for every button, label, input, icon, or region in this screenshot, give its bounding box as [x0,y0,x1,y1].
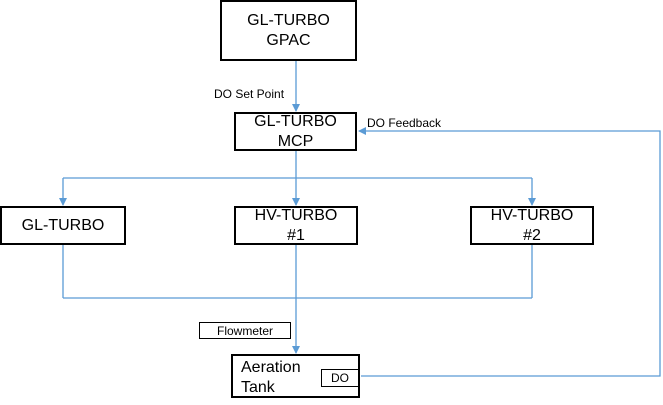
hv2-line2: #2 [523,226,541,244]
gpac-box: GL-TURBO GPAC [220,0,357,61]
aeration-tank-box: Aeration Tank DO [231,354,360,398]
do-sensor-box: DO [321,369,359,387]
hv1-line1: HV-TURBO [254,206,338,224]
flowmeter-label: Flowmeter [199,322,291,339]
tank-label: Aeration Tank [241,358,301,398]
hv2-box: HV-TURBO #2 [470,206,594,245]
tank-line2: Tank [241,379,275,396]
hv1-line2: #1 [287,226,305,244]
gl-turbo-line1: GL-TURBO [21,216,105,234]
flowmeter-text: Flowmeter [216,323,273,338]
mcp-line1: GL-TURBO [254,112,337,130]
tank-line1: Aeration [241,359,301,376]
hv2-line1: HV-TURBO [490,206,574,224]
mcp-box: GL-TURBO MCP [234,112,357,151]
hv1-box: HV-TURBO #1 [234,206,358,245]
feedback-label: DO Feedback [367,116,442,130]
do-sensor-label: DO [331,371,349,385]
gl-turbo-box: GL-TURBO [0,206,126,245]
gpac-line2: GPAC [266,31,311,49]
mcp-line2: MCP [277,132,314,150]
feedback-line [358,127,661,377]
setpoint-label: DO Set Point [214,87,285,101]
gpac-line1: GL-TURBO [247,11,330,29]
